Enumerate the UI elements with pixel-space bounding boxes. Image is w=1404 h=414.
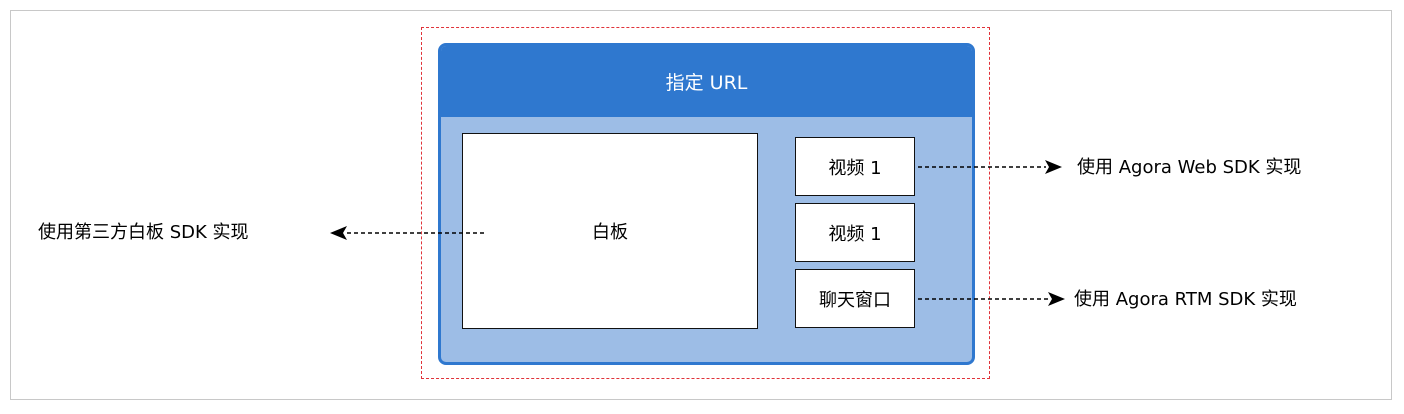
video-label-1: 视频 1	[828, 157, 882, 179]
whiteboard-sdk-annotation: 使用第三方白板 SDK 实现	[38, 222, 249, 243]
chat-window-box: 聊天窗口	[795, 269, 915, 328]
video-box-2: 视频 1	[795, 203, 915, 262]
web-sdk-annotation: 使用 Agora Web SDK 实现	[1077, 157, 1302, 178]
video-box-1: 视频 1	[795, 137, 915, 196]
whiteboard-box: 白板	[462, 133, 758, 329]
whiteboard-label: 白板	[592, 222, 628, 243]
rtm-sdk-annotation: 使用 Agora RTM SDK 实现	[1074, 289, 1297, 310]
page-header: 指定 URL	[441, 46, 972, 117]
chat-window-label: 聊天窗口	[819, 289, 891, 311]
url-page-outline	[421, 27, 990, 379]
page-header-title: 指定 URL	[665, 72, 748, 94]
video-label-2: 视频 1	[828, 223, 882, 245]
